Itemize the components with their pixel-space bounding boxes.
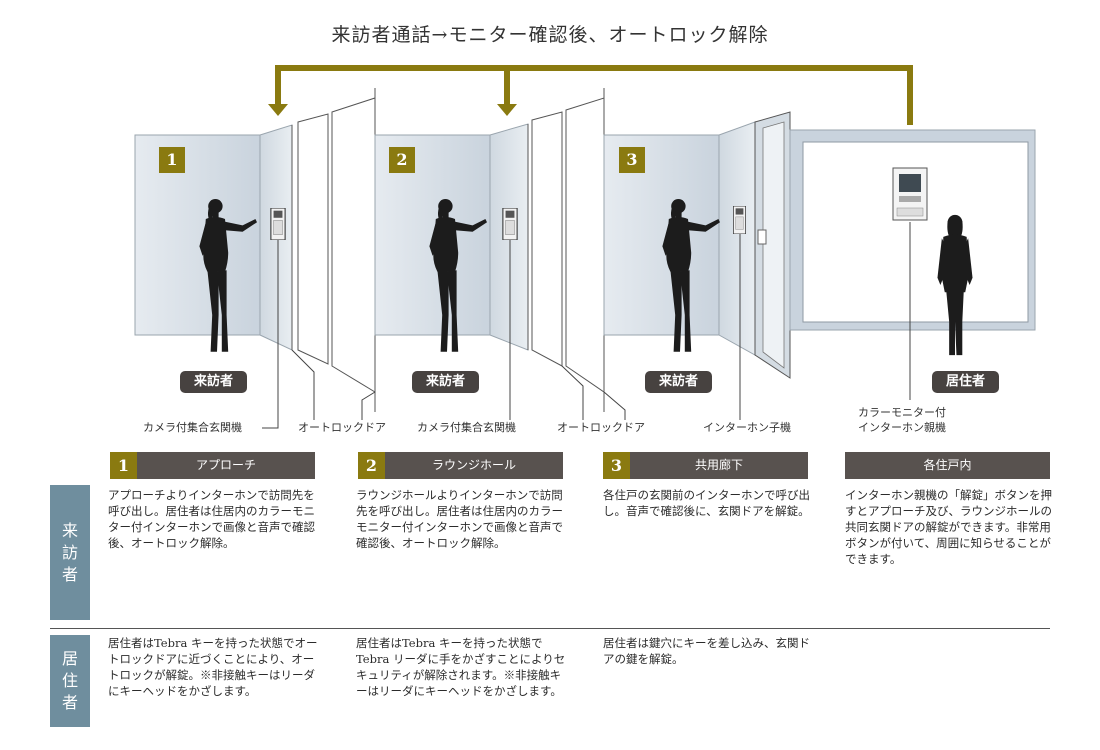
scene-corridor	[603, 111, 791, 379]
row-divider	[50, 628, 1050, 629]
scene-step-number-3: 3	[619, 147, 645, 173]
visitor-badge-3: 来訪者	[645, 371, 713, 393]
row-label-resident: 居住者	[50, 635, 90, 727]
resident-desc-approach: 居住者はTebra キーを持った状態でオートロックドアに近づくことにより、オート…	[108, 636, 318, 698]
scene-step-number-2: 2	[389, 147, 415, 173]
diagram-title: 来訪者通話→モニター確認後、オートロック解除	[331, 24, 769, 46]
scene-approach	[134, 88, 376, 412]
arrow-head-1	[268, 104, 288, 116]
label-intercom-main-line2: インターホン親機	[858, 421, 946, 434]
visitor-desc-residence: インターホン親機の「解錠」ボタンを押すとアプローチ及び、ラウンジホールの共同玄関…	[845, 488, 1052, 566]
visitor-badge-1: 来訪者	[180, 371, 248, 393]
step-header-number: 3	[603, 452, 630, 479]
resident-desc-corridor: 居住者は鍵穴にキーを差し込み、玄関ドアの鍵を解錠。	[603, 636, 810, 666]
resident-desc-lounge: 居住者はTebra キーを持った状態でTebra リーダに手をかざすことによりセ…	[356, 636, 566, 698]
step-header-label: アプローチ	[195, 458, 256, 472]
row-label-visitor: 来訪者	[50, 485, 90, 620]
visitor-desc-lounge: ラウンジホールよりインターホンで訪問先を呼び出し。居住者は住居内のカラーモニター…	[356, 488, 563, 550]
label-autolock-door-1: オートロックドア	[298, 421, 386, 434]
label-autolock-door-2: オートロックドア	[557, 421, 645, 434]
scene-step-number-1: 1	[159, 147, 185, 173]
step-header-approach: 1 アプローチ	[110, 452, 315, 479]
label-intercom-sub: インターホン子機	[703, 421, 791, 434]
arrow-head-2	[497, 104, 517, 116]
step-header-corridor: 3 共用廊下	[603, 452, 808, 479]
label-camera-panel-2: カメラ付集合玄関機	[417, 421, 516, 434]
step-header-number: 2	[358, 452, 385, 479]
label-intercom-main-line1: カラーモニター付	[858, 406, 946, 419]
visitor-desc-approach: アプローチよりインターホンで訪問先を呼び出し。居住者は住居内のカラーモニター付イ…	[108, 488, 315, 550]
row-label-resident-text: 居住者	[62, 649, 79, 712]
step-header-label: ラウンジホール	[431, 458, 516, 472]
pointer-lines	[262, 222, 911, 429]
visitor-desc-corridor: 各住戸の玄関前のインターホンで呼び出し。音声で確認後に、玄関ドアを解錠。	[603, 488, 810, 518]
flow-arrows	[275, 65, 913, 125]
step-header-number: 1	[110, 452, 137, 479]
scene-residence	[789, 129, 1036, 356]
resident-badge: 居住者	[932, 371, 1000, 393]
scene-illustration	[134, 65, 1036, 429]
row-label-visitor-text: 来訪者	[62, 520, 79, 584]
step-header-lounge: 2 ラウンジホール	[358, 452, 563, 479]
scene-lounge	[374, 88, 605, 412]
label-camera-panel-1: カメラ付集合玄関機	[143, 421, 242, 434]
step-header-label: 各住戸内	[923, 458, 972, 472]
visitor-badge-2: 来訪者	[412, 371, 480, 393]
step-header-residence: 各住戸内	[845, 452, 1050, 479]
step-header-label: 共用廊下	[694, 458, 743, 472]
